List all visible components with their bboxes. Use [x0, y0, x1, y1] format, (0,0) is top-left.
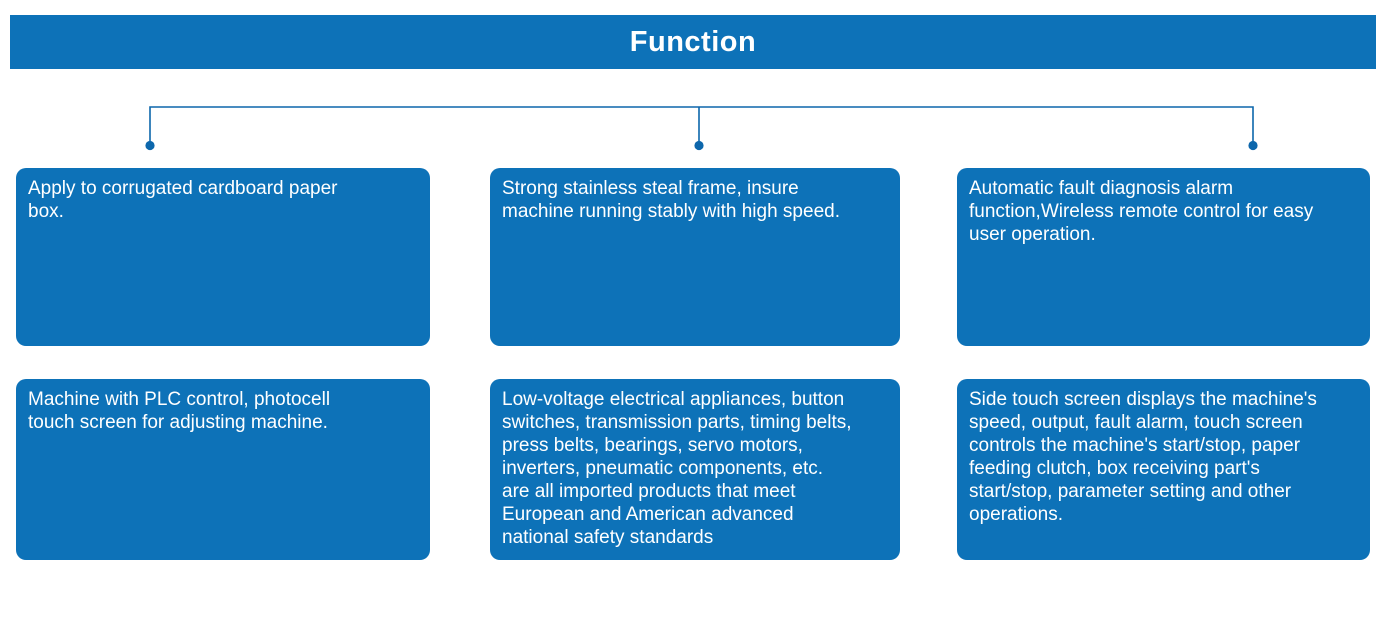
feature-box-stainless-frame: Strong stainless steal frame, insure mac… [490, 168, 900, 346]
feature-box-side-touch-screen: Side touch screen displays the machine's… [957, 379, 1370, 560]
title-banner: Function [10, 15, 1376, 69]
feature-box-fault-diagnosis: Automatic fault diagnosis alarm function… [957, 168, 1370, 346]
connector-dot-left [145, 140, 155, 151]
connector-dot-right [1248, 140, 1258, 151]
connector-dot-middle [694, 140, 704, 151]
page-title: Function [629, 25, 757, 58]
feature-box-plc-control: Machine with PLC control, photocell touc… [16, 379, 430, 560]
feature-box-imported-components: Low-voltage electrical appliances, butto… [490, 379, 900, 560]
connector-bracket-line [149, 106, 1254, 141]
feature-box-apply-to-cardboard: Apply to corrugated cardboard paper box. [16, 168, 430, 346]
